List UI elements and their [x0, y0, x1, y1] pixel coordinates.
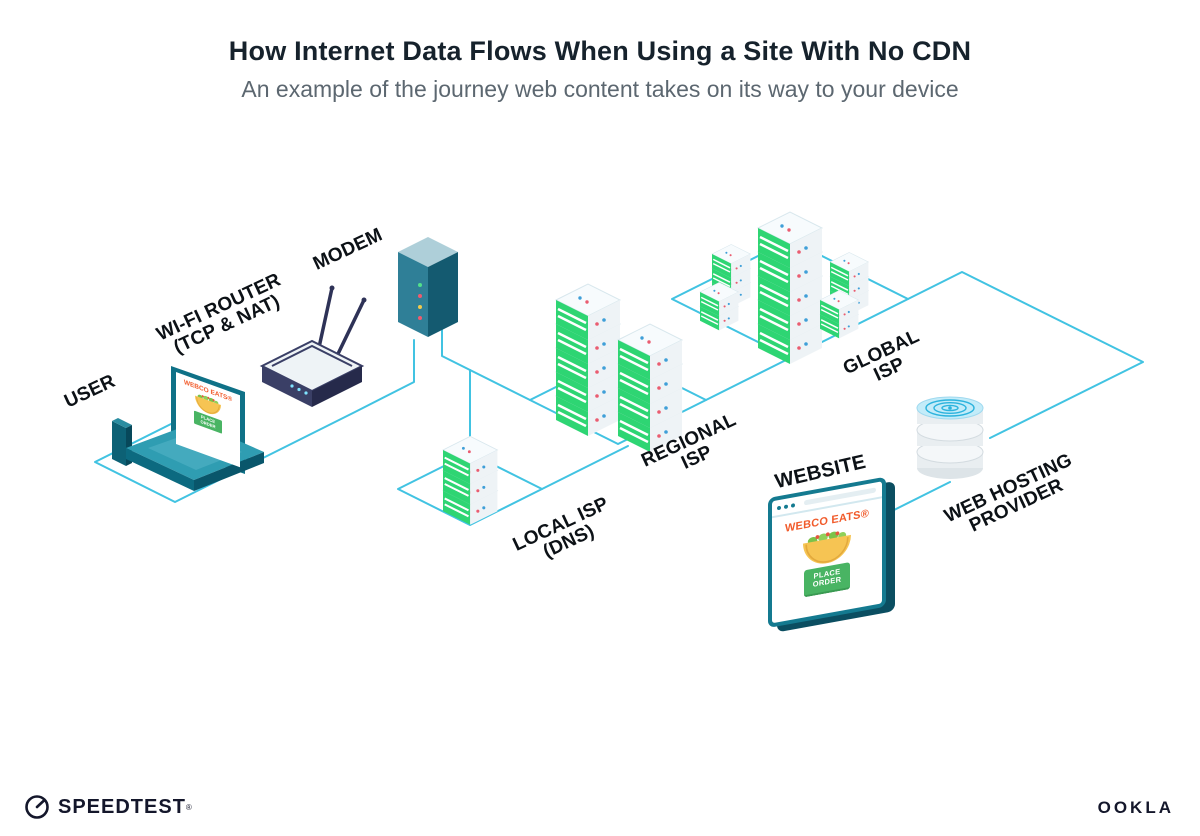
modem-to-regional-line	[441, 329, 531, 401]
web-hosting-illustration	[916, 396, 984, 479]
window-dot-icon	[777, 505, 781, 510]
hosting-to-website-line	[877, 481, 951, 519]
speedtest-trademark: ®	[185, 802, 192, 812]
speedtest-gauge-icon	[25, 795, 49, 819]
global-isp-servers	[699, 210, 870, 366]
window-address-bar	[804, 487, 876, 506]
wifi-router-illustration	[259, 285, 367, 407]
speedtest-wordmark: SPEEDTEST	[58, 795, 186, 818]
modem-illustration	[398, 237, 458, 337]
page-subtitle: An example of the journey web content ta…	[241, 76, 959, 102]
regional-isp-servers	[554, 282, 684, 454]
website-window: WEBCO EATS® PLACE ORDER	[768, 476, 886, 628]
window-dot-icon	[784, 503, 788, 509]
window-dot-icon	[791, 502, 795, 508]
website-taco-icon	[803, 527, 851, 568]
page-title: How Internet Data Flows When Using a Sit…	[228, 36, 972, 66]
user-to-modem-line	[254, 339, 415, 463]
place-order-button: PLACE ORDER	[803, 562, 851, 598]
global-to-hosting-line	[907, 271, 1144, 439]
local-to-regional-line	[541, 445, 629, 490]
ookla-logo: OOKLA	[1097, 798, 1174, 817]
local-isp-servers	[441, 435, 499, 526]
speedtest-logo: SPEEDTEST ®	[24, 794, 192, 820]
regional-to-global-line	[705, 357, 791, 401]
website-page: WEBCO EATS® PLACE ORDER	[772, 505, 882, 602]
